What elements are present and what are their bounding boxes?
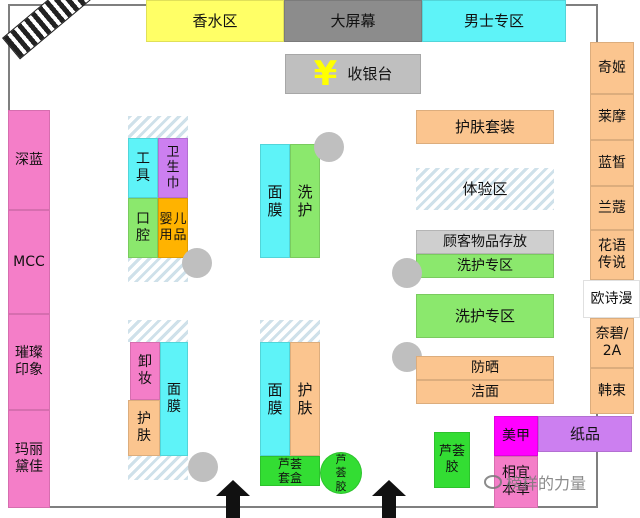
shelf-label: 卸 妆 (138, 354, 152, 387)
brand-label: 玛丽 黛佳 (15, 442, 43, 475)
shelf-b-skincare: 护 肤 (128, 400, 160, 456)
left-wall-brand-marie-dalgar: 玛丽 黛佳 (8, 410, 50, 508)
wash-zone-2: 洗护专区 (416, 294, 554, 338)
cleanser-zone: 洁面 (416, 380, 554, 404)
shelf-b-bottom-cap (128, 456, 188, 480)
zone-label: 体验区 (462, 180, 508, 198)
shelf-a-top-cap (128, 116, 188, 138)
pillar (188, 452, 218, 482)
brand-label: 蓝皙 (598, 154, 626, 171)
shelf-b-top-cap (128, 320, 188, 342)
brand-label: 深蓝 (15, 151, 43, 168)
wash-zone-1: 洗护专区 (416, 254, 554, 278)
shelf-d-mask: 面 膜 (260, 342, 290, 456)
sunscreen-zone: 防晒 (416, 356, 554, 380)
shelf-c-mask: 面 膜 (260, 144, 290, 258)
customer-storage: 顾客物品存放 (416, 230, 554, 254)
brand-label: 花语 传说 (598, 238, 626, 271)
shelf-label: 工 具 (136, 151, 150, 184)
zone-label: 顾客物品存放 (443, 233, 527, 250)
shelf-a-bottom-cap (128, 258, 188, 282)
pillar (182, 248, 212, 278)
xiangyi-counter: 相宜 本草 (494, 456, 538, 508)
right-wall-brand-7: 奈碧/ 2A (590, 318, 634, 368)
shelf-label: 洗 护 (297, 183, 313, 219)
shelf-label: 卫 生 巾 (166, 144, 180, 191)
shelf-a-sanitary: 卫 生 巾 (158, 138, 188, 198)
shelf-b-makeup-remover: 卸 妆 (130, 342, 160, 400)
shelf-b-mask: 面 膜 (160, 342, 188, 456)
brand-label: 奇姬 (598, 59, 626, 76)
brand-label: MCC (13, 253, 45, 270)
pillar (392, 258, 422, 288)
shelf-d-aloe-box: 芦荟 套盒 (260, 456, 320, 486)
zone-label: 纸品 (569, 425, 600, 443)
right-wall-brand-3: 蓝皙 (590, 140, 634, 186)
zone-label: 芦荟 胶 (438, 444, 465, 475)
brand-label: 莱摩 (598, 108, 626, 125)
brand-label: 奈碧/ 2A (595, 326, 629, 359)
yen-icon: ¥ (313, 53, 338, 94)
zone-label: 洗护专区 (454, 307, 515, 325)
skincare-set-zone: 护肤套装 (416, 110, 554, 144)
brand-label: 欧诗漫 (590, 290, 633, 307)
shelf-label: 儿 品 (173, 212, 187, 243)
brand-label: 韩束 (598, 382, 626, 399)
chat-icon (484, 475, 502, 489)
zone-label: 洗护专区 (457, 257, 513, 274)
shelf-d-top-cap (260, 320, 320, 342)
shelf-label: 芦 荟 胶 (335, 453, 347, 493)
zone-label: 相宜 本草 (502, 465, 530, 498)
right-wall-brand-2: 莱摩 (590, 94, 634, 140)
men-zone-label: 男士专区 (463, 12, 524, 30)
shelf-a-baby: 婴 用 儿 品 (158, 198, 188, 258)
right-wall-brand-6: 欧诗漫 (583, 280, 640, 318)
shelf-d-aloe-gel: 芦 荟 胶 (320, 452, 362, 494)
zone-label: 洁面 (471, 383, 499, 400)
entrance-arrow-icon (372, 480, 406, 518)
zone-label: 护肤套装 (454, 118, 515, 136)
right-wall-brand-1: 奇姬 (590, 42, 634, 94)
watermark: 榜样的力量 (484, 470, 586, 494)
brand-label: 兰蔻 (598, 199, 626, 216)
right-wall-brand-8: 韩束 (590, 368, 634, 414)
shelf-label: 口 腔 (136, 211, 150, 244)
shelf-label: 面 膜 (267, 381, 283, 417)
perfume-zone-label: 香水区 (192, 12, 238, 30)
perfume-zone: 香水区 (146, 0, 284, 42)
big-screen-zone: 大屏幕 (284, 0, 422, 42)
shelf-label: 护 肤 (137, 411, 151, 444)
pillar (314, 132, 344, 162)
left-wall-brand-shenlan: 深蓝 (8, 110, 50, 210)
nails-zone: 美甲 (494, 416, 538, 456)
right-wall-brand-5: 花语 传说 (590, 230, 634, 280)
shelf-label: 面 膜 (167, 382, 181, 415)
entrance-arrow-icon (216, 480, 250, 518)
right-wall-brand-4: 兰蔻 (590, 186, 634, 230)
shelf-d-skincare: 护 肤 (290, 342, 320, 456)
shelf-a-oral: 口 腔 (128, 198, 158, 258)
aloe-gel-stand: 芦荟 胶 (434, 432, 470, 488)
men-zone: 男士专区 (422, 0, 566, 42)
cashier-label: 收银台 (347, 65, 393, 83)
brand-label: 璀璨 印象 (15, 345, 43, 378)
left-wall-brand-mcc: MCC (8, 210, 50, 314)
tissue-zone: 纸品 (538, 416, 632, 452)
left-wall-brand-cuican: 璀璨 印象 (8, 314, 50, 410)
big-screen-label: 大屏幕 (330, 12, 376, 30)
shelf-label: 婴 用 (159, 212, 173, 243)
shelf-label: 护 肤 (297, 381, 313, 417)
experience-zone: 体验区 (416, 168, 554, 210)
shelf-c-wash: 洗 护 (290, 144, 320, 258)
zone-label: 美甲 (502, 427, 530, 444)
shelf-label: 芦荟 套盒 (277, 456, 302, 485)
watermark-text: 榜样的力量 (506, 474, 587, 493)
zone-label: 防晒 (471, 359, 499, 376)
shelf-label: 面 膜 (267, 183, 283, 219)
cashier-desk: ¥ 收银台 (285, 54, 421, 94)
shelf-a-tools: 工 具 (128, 138, 158, 198)
